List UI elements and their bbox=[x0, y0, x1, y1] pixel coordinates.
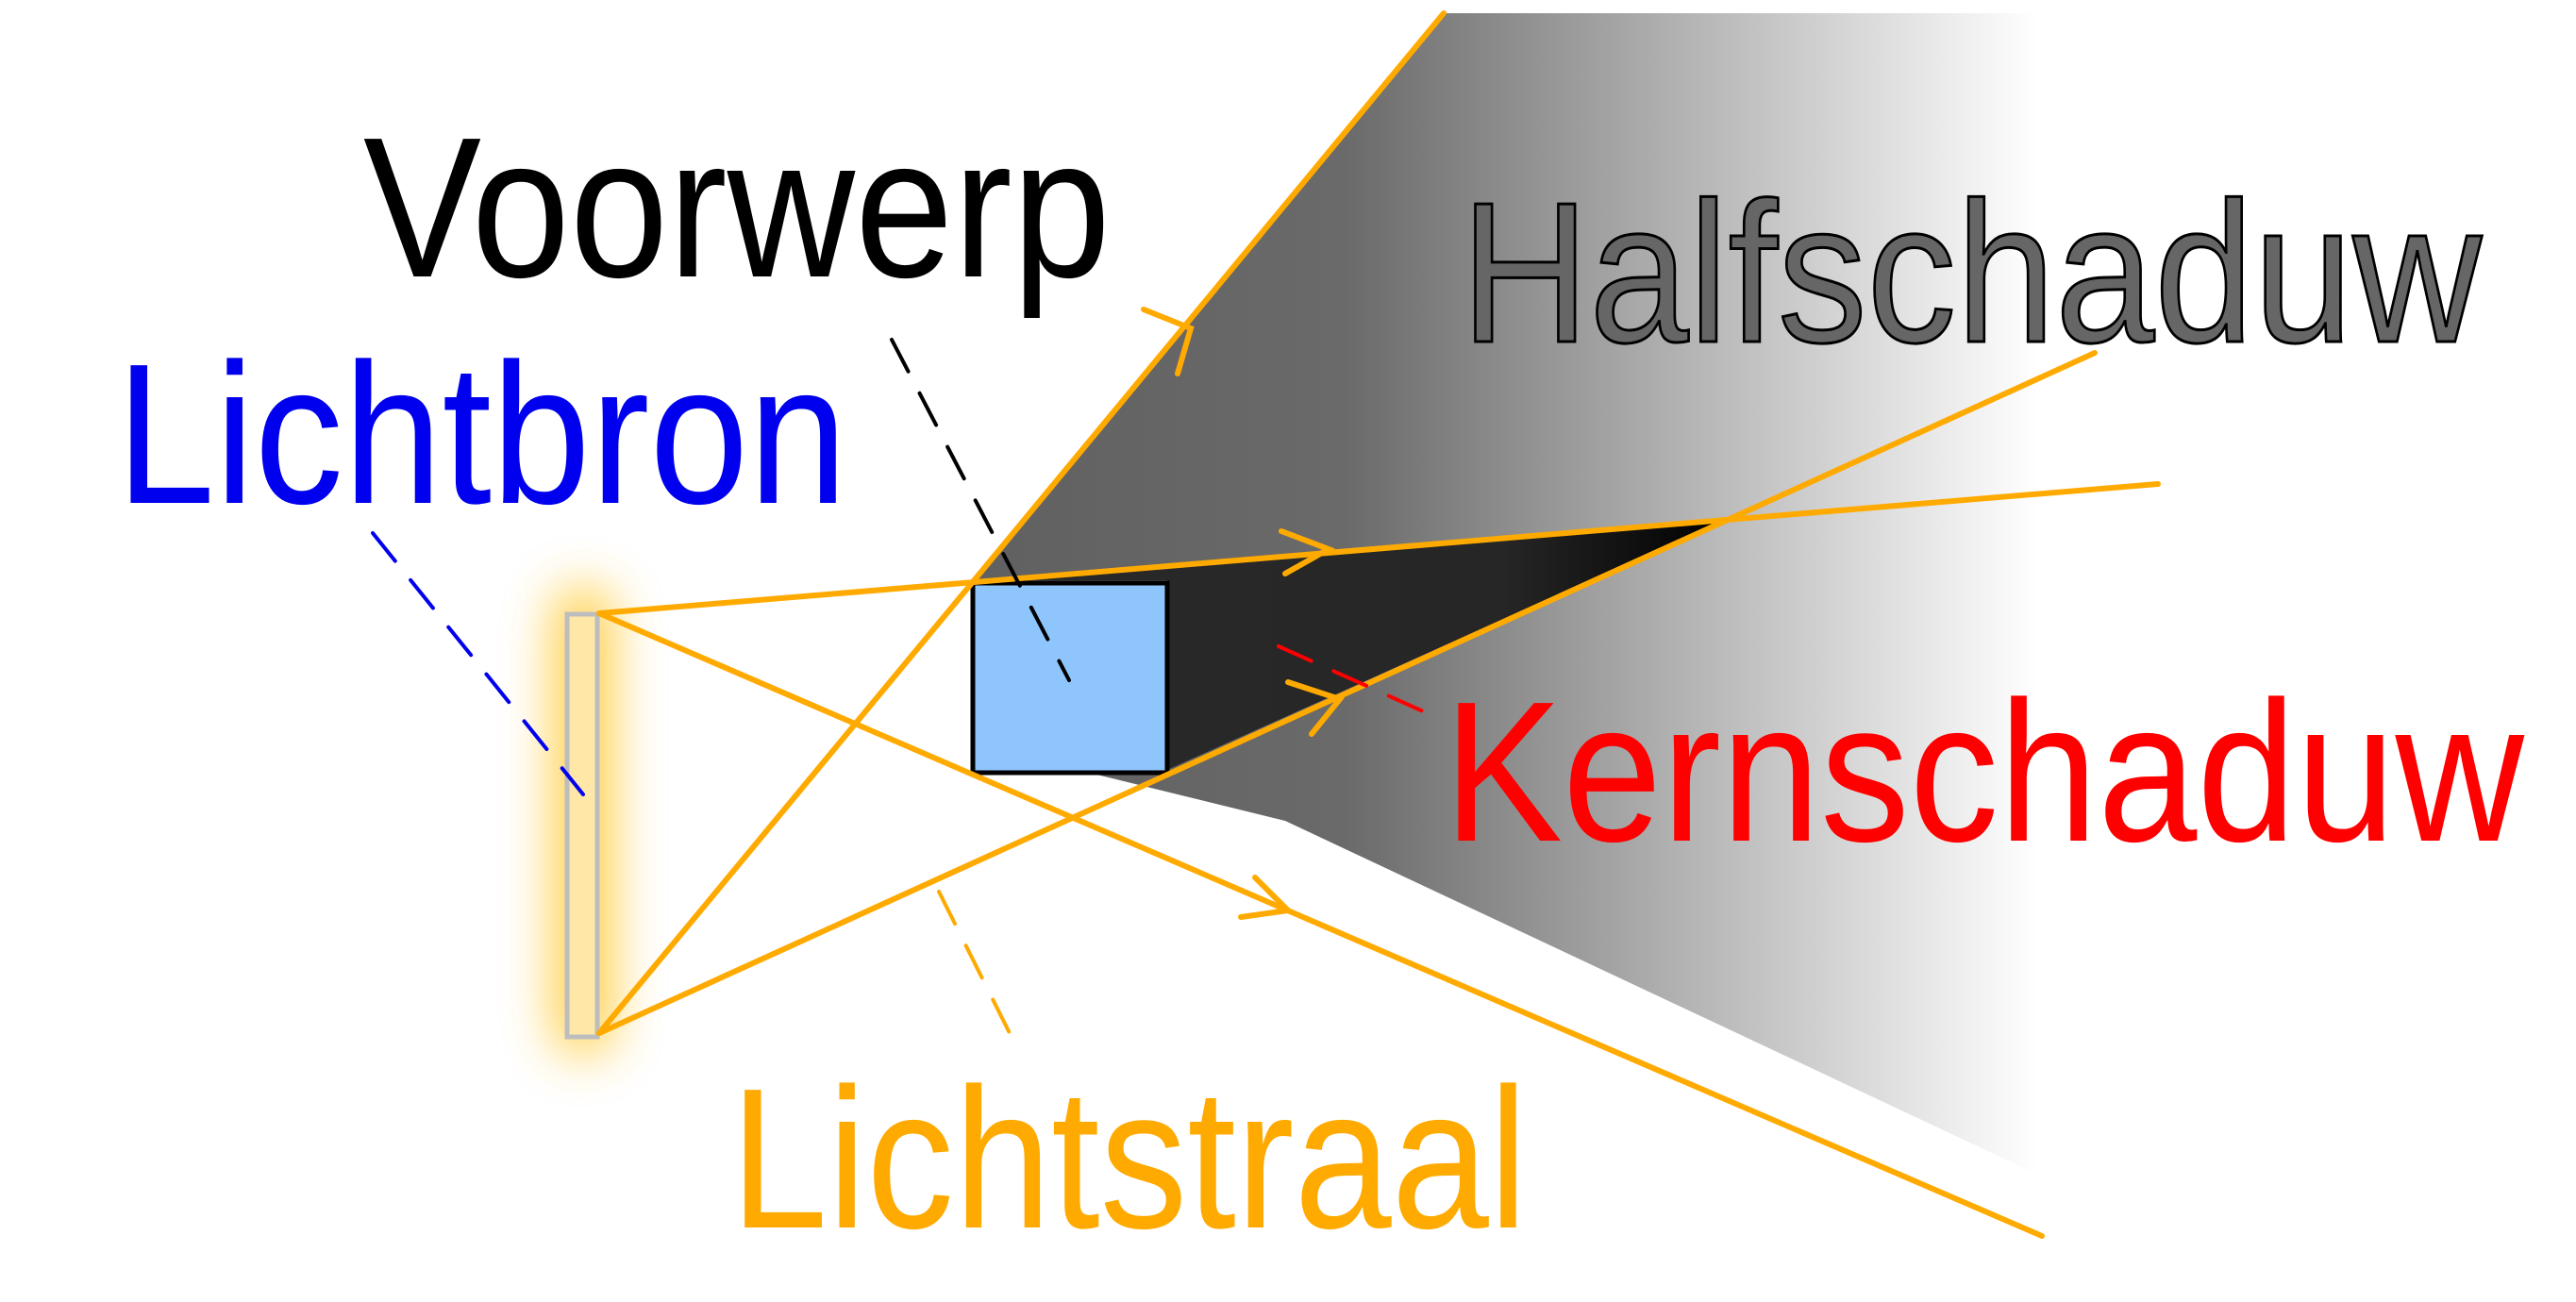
arrowhead-icon bbox=[1141, 307, 1195, 376]
penumbra-label: Halfschaduw bbox=[1461, 160, 2483, 384]
light-ray-pointer bbox=[937, 890, 1021, 1054]
object-box bbox=[970, 580, 1170, 776]
arrowhead-icon bbox=[1279, 528, 1336, 576]
object-label: Voorwerp bbox=[363, 95, 1111, 319]
ray-top-to-top bbox=[596, 481, 2161, 616]
light-ray-label: Lichtstraal bbox=[730, 1046, 1528, 1270]
ray-top-to-bottom bbox=[596, 610, 2045, 1239]
light-source-label: Lichtbron bbox=[116, 322, 847, 545]
light-rays bbox=[596, 10, 2161, 1239]
arrowhead-icon bbox=[1285, 679, 1346, 737]
umbra-region bbox=[973, 523, 1718, 770]
ray-bottom-to-bottom bbox=[596, 350, 2098, 1036]
ray-bottom-to-top bbox=[596, 10, 1447, 1036]
umbra-pointer bbox=[1277, 644, 1431, 716]
umbra-label: Kernschaduw bbox=[1444, 659, 2525, 883]
object-pointer bbox=[890, 338, 1071, 682]
arrowhead-icon bbox=[1238, 875, 1295, 920]
light-source bbox=[564, 611, 600, 1040]
light-source-pointer bbox=[371, 531, 585, 796]
